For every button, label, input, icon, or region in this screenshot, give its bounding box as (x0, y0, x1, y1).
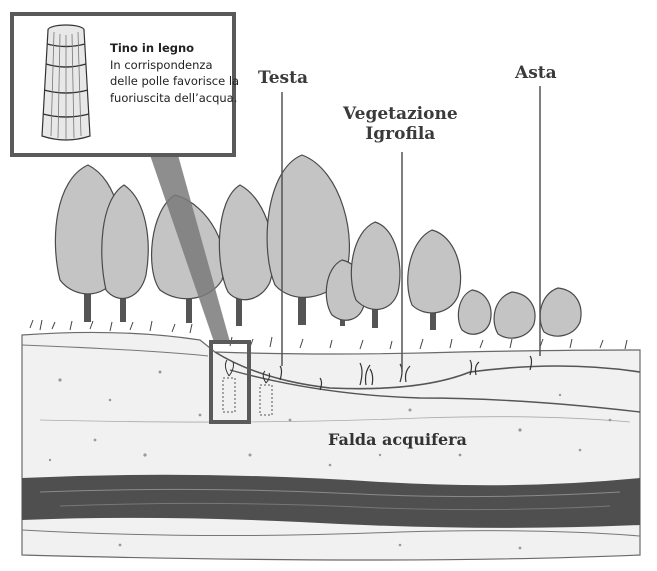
tree (408, 230, 461, 330)
wooden-tub-illustration (26, 18, 106, 148)
inset-frame: Tino in legno In corrispondenza delle po… (10, 12, 236, 157)
tree (494, 292, 535, 338)
tree (219, 185, 273, 326)
label-vegetazione-line1: Vegetazione (343, 104, 458, 124)
inset-title: Tino in legno (110, 40, 240, 57)
inset-caption: Tino in legno In corrispondenza delle po… (110, 40, 240, 106)
label-vegetazione-line2: Igrofila (343, 124, 458, 144)
tree (102, 185, 148, 322)
tree-row (55, 155, 581, 338)
label-asta: Asta (515, 63, 557, 83)
inset-description: In corrispondenza delle polle favorisce … (110, 57, 240, 107)
label-testa: Testa (258, 68, 308, 88)
tree (540, 288, 581, 336)
label-falda-acquifera: Falda acquifera (328, 430, 467, 450)
label-vegetazione-igrofila: Vegetazione Igrofila (343, 104, 458, 144)
tree (458, 290, 491, 334)
